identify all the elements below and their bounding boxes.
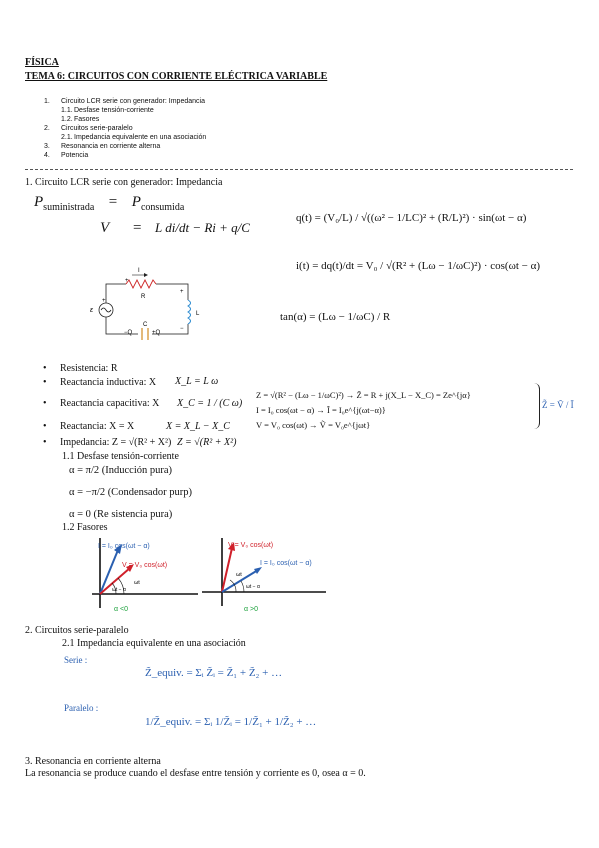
topic-title: TEMA 6: CIRCUITOS CON CORRIENTE ELÉCTRIC… [25,71,328,82]
table-of-contents: 1.Circuito LCR serie con generador: Impe… [44,97,444,160]
complex-result: Z̃ = Ṽ / Ĩ [542,400,574,410]
v-lhs: V [100,220,110,236]
svg-text:−: − [180,326,184,332]
current-phasor [221,569,259,593]
r-label: R [141,294,146,300]
serie-equation: Z̃_equiv. = Σᵢ Z̃ᵢ = Z̃₁ + Z̃₂ + … [145,667,283,679]
bullet-impedance: Impedancia: Z = √(R² + X²) [43,437,171,448]
toc-item[interactable]: 2.1.Impedancia equivalente en una asocia… [61,134,207,141]
q-pos-label: +Q [152,330,161,336]
svg-text:ωt − α: ωt − α [112,587,126,593]
paralelo-label: Paralelo : [64,703,99,713]
section-2-title: 2. Circuitos serie-paralelo [25,625,129,636]
svg-text:+: + [102,298,106,304]
voltage-label: V = V₀ cos(ωt) [122,562,167,569]
voltage-phasor [221,547,233,593]
v-rhs: L di/dt − Ri + q/C [155,220,250,235]
current-label: I = I₀ cos(ωt − α) [260,560,312,567]
toc-item[interactable]: 1.1.Desfase tensión-corriente [61,107,154,114]
subsection-2-1-title: 2.1 Impedancia equivalente en una asocia… [62,638,246,649]
resistor-icon [125,278,157,290]
section-3-text: La resonancia se produce cuando el desfa… [25,768,366,779]
toc-item[interactable]: 3.Resonancia en corriente alterna [44,143,161,150]
tan-equation: tan(α) = (Lω − 1/ωC) / R [280,311,391,323]
phase-line: α = −π/2 (Condensador purp) [69,487,192,498]
svg-text:ωt: ωt [134,580,140,586]
svg-text:ωt: ωt [236,572,242,578]
toc-item[interactable]: 1.Circuito LCR serie con generador: Impe… [44,98,205,105]
divider [25,169,573,170]
phase-line: α = 0 (Re sistencia pura) [69,509,173,520]
brace [534,383,540,429]
section-1-title: 1. Circuito LCR serie con generador: Imp… [25,177,223,188]
c-label: C [143,322,148,328]
current-label: I [138,268,140,274]
serie-label: Serie : [64,655,88,665]
inductor-icon [187,299,191,325]
subsection-1-2-title: 1.2 Fasores [62,522,108,533]
q-neg-label: −Q [124,330,133,336]
section-3-title: 3. Resonancia en corriente alterna [25,756,161,767]
phasor-diagram-right: V = V₀ cos(ωt) I = I₀ cos(ωt − α) ωt ωt … [202,538,326,613]
svg-text:+: + [125,278,129,284]
xc-formula: X_C = 1 / (C ω) [177,398,243,409]
bullet-capacitive: Reactancia capacitiva: X [43,398,159,409]
i-equation: i(t) = dq(t)/dt = V₀ / √(R² + (Lω − 1/ωC… [296,260,541,272]
bullet-resistance: Resistencia: R [43,363,117,374]
toc-item[interactable]: 2.Circuitos serie-paralelo [44,125,133,132]
bullet-inductive: Reactancia inductiva: X [43,377,156,388]
toc-item[interactable]: 4.Potencia [44,152,89,159]
svg-text:ωt − α: ωt − α [246,584,260,590]
complex-notation-block: Z = √(R² − (Lω − 1/ωC)²) → Z̃ = R + j(X_… [256,390,471,430]
current-label: I = I₀ cos(ωt − α) [98,543,150,550]
svg-text:+: + [180,289,184,295]
toc-item[interactable]: 1.2.Fasores [61,116,100,123]
phase-line: α = π/2 (Inducción pura) [69,465,173,476]
z-formula: Z = √(R² + X²) [177,437,237,448]
subsection-1-1-title: 1.1 Desfase tensión-corriente [62,451,179,462]
x-formula: X = X_L − X_C [166,421,230,432]
phase-caption: α <0 [114,606,128,613]
voltage-phasor [99,567,131,595]
phasor-diagram-left: I = I₀ cos(ωt − α) V = V₀ cos(ωt) ωt ωt … [92,538,198,613]
l-label: L [196,311,200,317]
xl-formula: X_L = L ω [175,376,219,387]
subject-title: FÍSICA [25,57,59,68]
voltage-label: V = V₀ cos(ωt) [228,542,273,549]
phase-caption: α >0 [244,606,258,613]
current-phasor [99,549,119,595]
lcr-circuit-diagram: I R L C ε + + − + −Q +Q [90,268,200,340]
q-equation: q(t) = (V₀/L) / √((ω² − 1/LC)² + (R/L)²)… [296,212,527,224]
emf-label: ε [90,307,94,314]
bullet-reactance: Reactancia: X = X [43,421,134,432]
paralelo-equation: 1/Z̃_equiv. = Σᵢ 1/Z̃ᵢ = 1/Z̃₁ + 1/Z̃₂ +… [145,716,317,728]
v-eq: = [133,220,142,236]
power-equation: Psuministrada = Pconsumida [34,194,185,213]
